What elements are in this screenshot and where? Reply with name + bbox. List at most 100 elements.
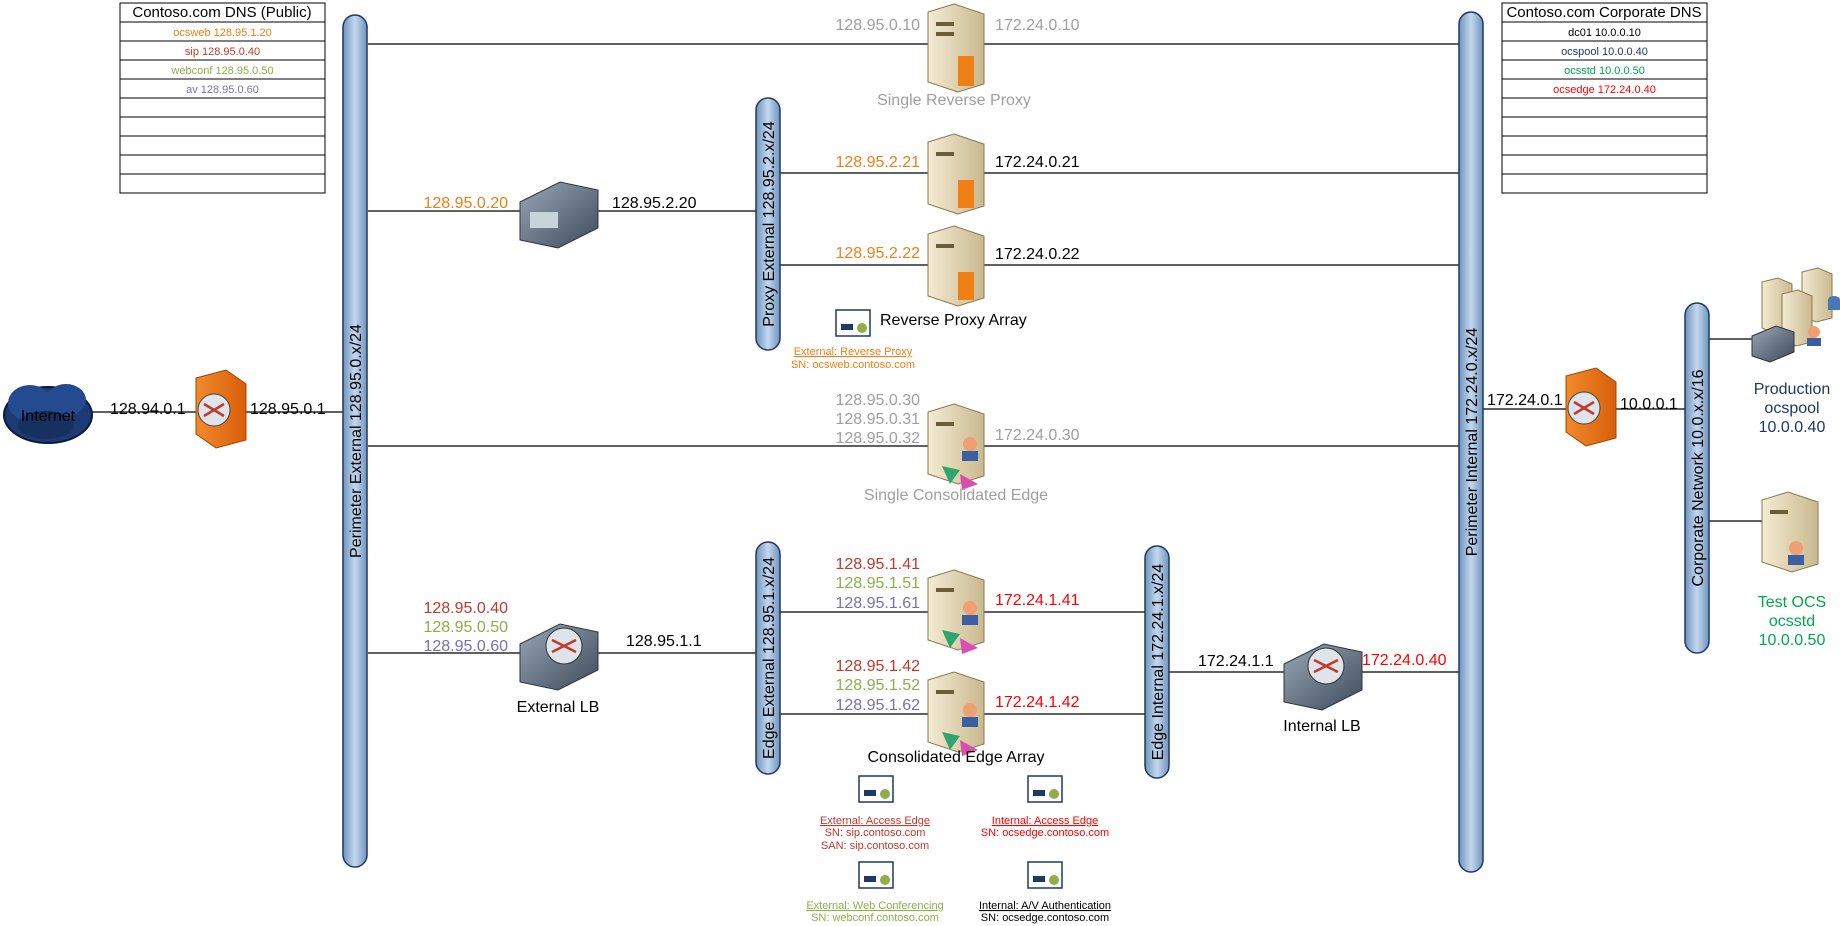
dns-row xyxy=(119,154,326,175)
router-left-icon xyxy=(195,369,247,449)
reverse-proxy-server-2-icon xyxy=(927,225,985,307)
single-reverse-proxy-server-icon xyxy=(927,3,985,93)
proxy-server-2-int-ip: 172.24.0.22 xyxy=(995,246,1080,263)
corporate-network-label: Corporate Network 10.0.x.x/16 xyxy=(1690,369,1707,586)
dns-row xyxy=(1501,97,1708,118)
internal-lb-ip-left: 172.24.1.1 xyxy=(1198,653,1274,670)
access-edge-cert-title: External: Access Edge xyxy=(820,815,930,827)
perimeter-internal-bar: Perimeter Internal 172.24.0.x/24 xyxy=(1458,11,1484,873)
edge-external-bar: Edge External 128.95.1.x/24 xyxy=(755,541,781,775)
production-line-3: 10.0.0.40 xyxy=(1759,419,1826,436)
edge-internal-label: Edge Internal 172.24.1.x/24 xyxy=(1150,564,1167,761)
dns-row-text: webconf 128.95.0.50 xyxy=(170,65,273,77)
certificate-icon xyxy=(858,775,894,803)
external-lb-vip-2: 128.95.0.50 xyxy=(423,619,508,636)
proxy-server-1-int-ip: 172.24.0.21 xyxy=(995,154,1080,171)
reverse-proxy-cert-sn: SN: ocsweb.contoso.com xyxy=(791,359,915,371)
dns-row xyxy=(119,97,326,118)
proxy-server-2-ext-ip: 128.95.2.22 xyxy=(835,245,920,262)
dns-corporate-table: Contoso.com Corporate DNS dc01 10.0.0.10… xyxy=(1501,2,1708,194)
proxy-lb-icon xyxy=(519,181,599,249)
webconf-cert-sn: SN: webconf.contoso.com xyxy=(811,912,939,924)
dns-public-title: Contoso.com DNS (Public) xyxy=(132,4,311,21)
reverse-proxy-server-1-icon xyxy=(927,133,985,215)
edge-external-label: Edge External 128.95.1.x/24 xyxy=(761,557,778,759)
dns-row-text: ocsweb 128.95.1.20 xyxy=(173,27,271,39)
edge-server-1-icon xyxy=(927,569,985,654)
test-ocs-line-2: ocsstd xyxy=(1769,613,1815,630)
proxy-lb-ext-ip: 128.95.0.20 xyxy=(423,195,508,212)
webconf-cert-title: External: Web Conferencing xyxy=(806,900,943,912)
test-ocs-line-3: 10.0.0.50 xyxy=(1759,632,1826,649)
internal-lb-label: Internal LB xyxy=(1283,718,1360,735)
dns-row-text: dc01 10.0.0.10 xyxy=(1568,27,1641,39)
edge-2-ip-3: 128.95.1.62 xyxy=(835,697,920,714)
access-edge-cert-san: SAN: sip.contoso.com xyxy=(821,840,929,852)
router-left-ip: 128.95.0.1 xyxy=(250,401,326,418)
internal-lb-icon xyxy=(1283,643,1363,711)
edge-internal-bar: Edge Internal 172.24.1.x/24 xyxy=(1144,545,1170,779)
external-lb-icon xyxy=(519,623,599,691)
single-edge-label: Single Consolidated Edge xyxy=(864,487,1048,504)
dns-row xyxy=(1501,116,1708,137)
perimeter-internal-label: Perimeter Internal 172.24.0.x/24 xyxy=(1464,328,1481,557)
dns-public-table: Contoso.com DNS (Public) ocsweb 128.95.1… xyxy=(119,2,326,194)
certificate-icon xyxy=(1027,861,1063,889)
perimeter-external-label: Perimeter External 128.95.0.x/24 xyxy=(348,324,365,558)
external-lb-vip-1: 128.95.0.40 xyxy=(423,600,508,617)
certificate-icon xyxy=(858,861,894,889)
production-pool-servers-icon xyxy=(1751,267,1840,363)
proxy-external-bar: Proxy External 128.95.2.x/24 xyxy=(755,97,781,351)
corporate-network-bar: Corporate Network 10.0.x.x/16 xyxy=(1684,302,1710,654)
production-line-1: Production xyxy=(1754,381,1831,398)
dns-row xyxy=(1501,173,1708,194)
proxy-server-1-ext-ip: 128.95.2.21 xyxy=(835,154,920,171)
perimeter-external-bar: Perimeter External 128.95.0.x/24 xyxy=(342,14,368,868)
dns-row xyxy=(119,135,326,156)
av-cert-sn: SN: ocsedge.contoso.com xyxy=(981,912,1109,924)
edge-1-int-ip: 172.24.1.41 xyxy=(995,592,1080,609)
single-edge-server-icon xyxy=(927,403,985,490)
internal-lb-ip-right: 172.24.0.40 xyxy=(1362,652,1447,669)
dns-row-text: ocspool 10.0.0.40 xyxy=(1561,46,1648,58)
edge-2-int-ip: 172.24.1.42 xyxy=(995,694,1080,711)
internal-access-cert-sn: SN: ocsedge.contoso.com xyxy=(981,827,1109,839)
single-edge-ext-ip-1: 128.95.0.30 xyxy=(835,392,920,409)
internet-label: Internet xyxy=(21,408,76,425)
single-edge-ext-ip-2: 128.95.0.31 xyxy=(835,411,920,428)
dns-row-text: ocsstd 10.0.0.50 xyxy=(1564,65,1645,77)
dns-row xyxy=(119,173,326,194)
dns-row-text: ocsedge 172.24.0.40 xyxy=(1553,84,1656,96)
internet-cloud: Internet xyxy=(3,384,93,444)
edge-1-ip-1: 128.95.1.41 xyxy=(835,556,920,573)
edge-2-ip-1: 128.95.1.42 xyxy=(835,658,920,675)
internet-ip: 128.94.0.1 xyxy=(110,401,186,418)
single-reverse-proxy-int-ip: 172.24.0.10 xyxy=(995,17,1080,34)
router-right-ip-left: 172.24.0.1 xyxy=(1487,392,1563,409)
edge-server-2-icon xyxy=(927,671,985,756)
dns-corporate-title: Contoso.com Corporate DNS xyxy=(1506,4,1701,21)
proxy-external-label: Proxy External 128.95.2.x/24 xyxy=(761,121,778,327)
connection-lines xyxy=(90,43,1762,715)
edge-1-ip-3: 128.95.1.61 xyxy=(835,595,920,612)
external-lb-vip-3: 128.95.0.60 xyxy=(423,638,508,655)
single-edge-ext-ip-3: 128.95.0.32 xyxy=(835,430,920,447)
certificate-icon xyxy=(1027,775,1063,803)
test-ocs-line-1: Test OCS xyxy=(1758,594,1826,611)
internal-access-cert-title: Internal: Access Edge xyxy=(992,815,1098,827)
edge-2-ip-2: 128.95.1.52 xyxy=(835,677,920,694)
access-edge-cert-sn: SN: sip.contoso.com xyxy=(825,827,926,839)
proxy-lb-int-ip: 128.95.2.20 xyxy=(612,195,697,212)
dns-row-text: sip 128.95.0.40 xyxy=(185,46,260,58)
reverse-proxy-array-label: Reverse Proxy Array xyxy=(880,312,1027,329)
production-line-2: ocspool xyxy=(1764,400,1819,417)
dns-row-text: av 128.95.0.60 xyxy=(186,84,259,96)
edge-array-label: Consolidated Edge Array xyxy=(868,749,1045,766)
reverse-proxy-cert-title: External: Reverse Proxy xyxy=(794,346,913,358)
av-cert-title: Internal: A/V Authentication xyxy=(979,900,1111,912)
external-lb-label: External LB xyxy=(517,699,600,716)
dns-row xyxy=(119,116,326,137)
single-reverse-proxy-label: Single Reverse Proxy xyxy=(877,92,1031,109)
single-reverse-proxy-ext-ip: 128.95.0.10 xyxy=(835,17,920,34)
